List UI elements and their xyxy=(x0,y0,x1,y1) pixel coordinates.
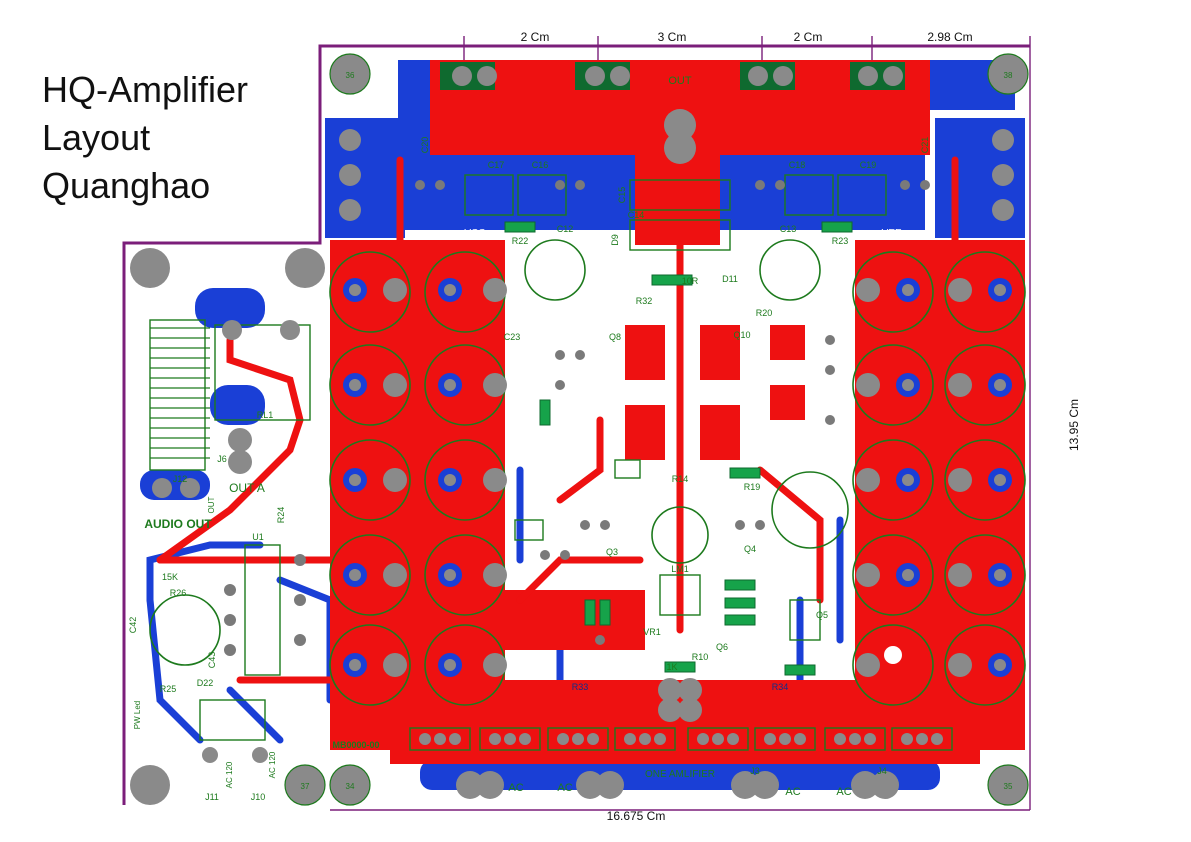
label-c43: C43 xyxy=(207,652,217,669)
title-line-2: Layout xyxy=(42,117,151,158)
label-audio-out: AUDIO OUT xyxy=(144,517,212,531)
label-vee: -VEE xyxy=(878,228,902,239)
label-c14: C14 xyxy=(628,210,645,220)
label-r33: R33 xyxy=(572,682,589,692)
label-u1: U1 xyxy=(252,532,264,542)
label-r19: R19 xyxy=(744,482,761,492)
label-ac120-right: AC 120 xyxy=(268,751,277,778)
label-q4: Q4 xyxy=(744,544,756,554)
label-1k: 1K xyxy=(666,662,677,672)
label-vcc: +VCC xyxy=(459,228,486,239)
label-10r: 10R xyxy=(682,276,699,286)
ring-pad-centers xyxy=(349,284,1006,671)
hole-label-36: 36 xyxy=(346,71,355,80)
label-out: OUT xyxy=(207,496,216,513)
label-d11: D11 xyxy=(722,274,738,284)
label-pw-led: PW Led xyxy=(133,701,142,729)
dim-top-2: 3 Cm xyxy=(658,30,687,44)
label-c21: C21 xyxy=(920,137,930,154)
silkscreen-labels: OUT +VCC -VEE OUT A AUDIO OUT OUT PW Led… xyxy=(128,75,930,802)
label-r34: R34 xyxy=(772,682,789,692)
label-board-code: MB0000-00 xyxy=(332,740,379,750)
label-c18: C18 xyxy=(789,160,806,170)
label-ac120-left: AC 120 xyxy=(225,761,234,788)
label-rl1: RL1 xyxy=(257,410,274,420)
label-out-top: OUT xyxy=(668,75,692,87)
label-q6: Q6 xyxy=(716,642,728,652)
component-outlines xyxy=(149,174,887,741)
label-c12: C12 xyxy=(557,224,574,234)
label-r10: R10 xyxy=(692,652,709,662)
label-d22: D22 xyxy=(197,678,214,688)
smd-resistors xyxy=(504,221,853,676)
label-q5: Q5 xyxy=(816,610,828,620)
title-line-3: Quanghao xyxy=(42,165,211,206)
label-c42: C42 xyxy=(128,617,138,634)
label-ac-4: AC xyxy=(836,786,851,798)
label-15k: 15K xyxy=(162,572,178,582)
label-r14: R14 xyxy=(672,474,689,484)
label-r26: R26 xyxy=(170,588,187,598)
label-r25: R25 xyxy=(160,684,177,694)
label-r24: R24 xyxy=(276,507,286,524)
label-one-amplifier: ONE AMLIFIER xyxy=(645,769,715,780)
label-ac-2: AC xyxy=(557,782,572,794)
hole-label-38: 38 xyxy=(1004,71,1013,80)
dim-top-4: 2.98 Cm xyxy=(927,30,972,44)
label-j4: J4 xyxy=(877,766,887,776)
pads xyxy=(152,66,1014,799)
dim-bottom: 16.675 Cm xyxy=(607,809,666,823)
label-c19: C19 xyxy=(860,160,877,170)
label-ac-1: AC xyxy=(508,782,523,794)
label-r22: R22 xyxy=(512,236,529,246)
diagram-title: HQ-Amplifier Layout Quanghao xyxy=(42,66,248,210)
label-j12: J12 xyxy=(173,474,188,484)
label-c16: C16 xyxy=(532,160,549,170)
inductor-coil xyxy=(150,327,210,459)
label-j11: J11 xyxy=(205,792,219,802)
terminal-pads xyxy=(419,733,943,745)
label-r20: R20 xyxy=(756,308,773,318)
label-d9: D9 xyxy=(610,234,620,246)
terminal-strip xyxy=(409,727,953,751)
label-lm1: LM1 xyxy=(671,564,689,574)
label-r23: R23 xyxy=(832,236,849,246)
label-j10: J10 xyxy=(251,792,266,802)
label-j6: J6 xyxy=(217,454,227,464)
label-out-a: OUT A xyxy=(229,481,265,495)
label-q3: Q3 xyxy=(606,547,618,557)
label-c13: C13 xyxy=(780,224,797,234)
hole-label-35: 35 xyxy=(1004,782,1013,791)
label-vr1: VR1 xyxy=(643,627,661,637)
label-c15: C15 xyxy=(617,187,627,204)
label-ac-3: AC xyxy=(785,786,800,798)
dim-top-3: 2 Cm xyxy=(794,30,823,44)
label-q8: Q8 xyxy=(609,332,621,342)
title-line-1: HQ-Amplifier xyxy=(42,69,249,110)
label-c20: C20 xyxy=(420,137,430,154)
dim-top-1: 2 Cm xyxy=(521,30,550,44)
mounting-holes xyxy=(130,53,1029,806)
label-c17: C17 xyxy=(488,160,505,170)
label-r32: R32 xyxy=(636,296,653,306)
label-q10: Q10 xyxy=(733,330,750,340)
vias xyxy=(224,180,930,656)
hole-label-34: 34 xyxy=(346,782,355,791)
dim-right: 13.95 Cm xyxy=(1067,399,1081,451)
label-c23: C23 xyxy=(504,332,521,342)
label-j3: J3 xyxy=(750,766,760,776)
hole-label-37: 37 xyxy=(301,782,310,791)
